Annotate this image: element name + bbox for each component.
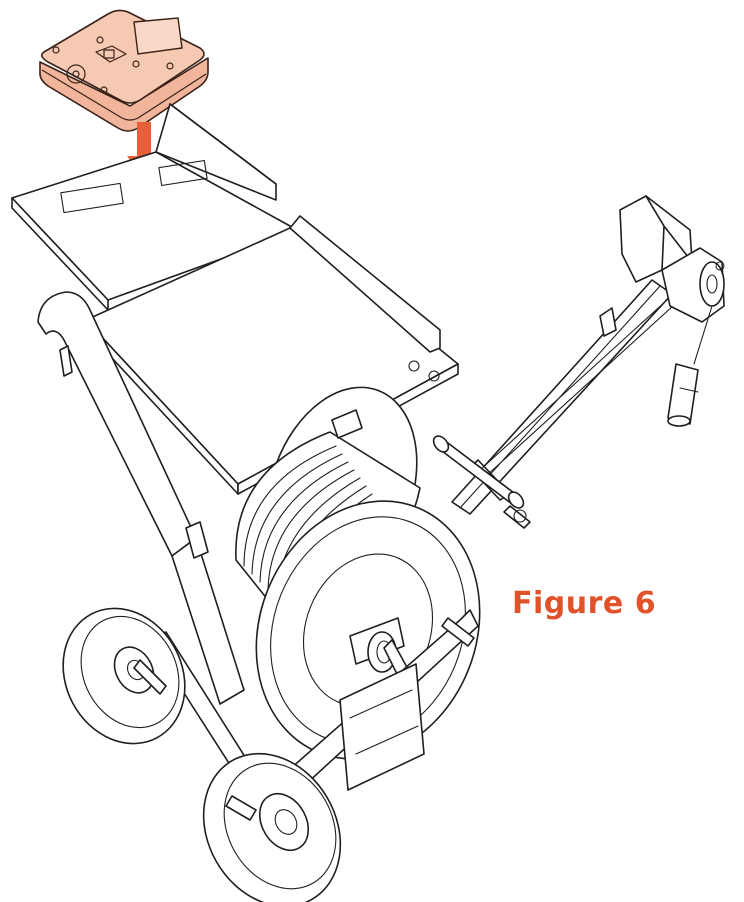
handle-clamp — [331, 409, 363, 439]
cable-reel — [235, 386, 481, 760]
figure-caption: Figure 6 — [512, 586, 657, 621]
data-logger-device — [39, 9, 209, 132]
cross-bar — [432, 435, 531, 529]
rear-wheel — [62, 607, 186, 745]
sensor-probe — [667, 305, 713, 427]
front-wheel — [202, 752, 342, 902]
pulley-head — [619, 195, 725, 323]
